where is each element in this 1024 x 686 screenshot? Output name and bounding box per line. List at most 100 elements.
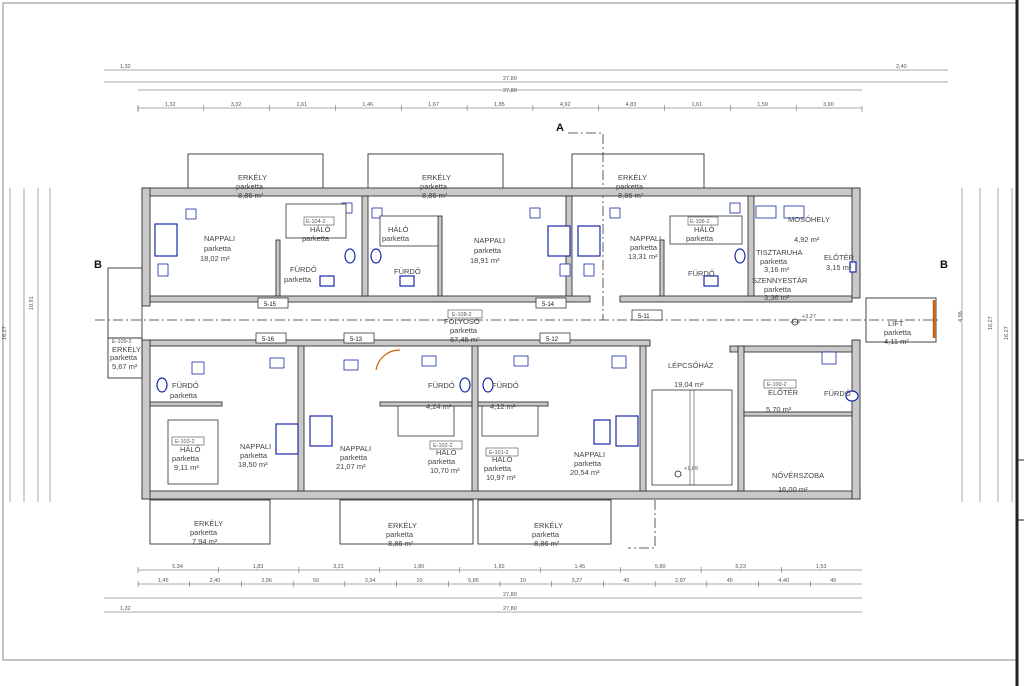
dim-text: 45 (727, 578, 733, 584)
room-area: 8,86 m² (618, 191, 644, 200)
room-area: 8,86 m² (388, 539, 414, 548)
toilet-icon (344, 248, 356, 264)
room-floor: parketta (574, 459, 602, 468)
room-area: 4,11 m² (884, 337, 909, 346)
room-name: ELŐTÉR (824, 253, 855, 262)
dim-text: 1,80 (414, 564, 425, 570)
room-name: HÁLÓ (388, 225, 409, 234)
dim-text: 1,32 (120, 606, 131, 612)
dim-text: 1,53 (816, 564, 827, 570)
washer-icon (755, 205, 777, 219)
room-name: NAPPALI (204, 234, 235, 243)
room-tag: 5-12 (546, 337, 559, 343)
room-name: NAPPALI (574, 450, 605, 459)
chair-icon (583, 263, 595, 277)
room-tag: 5-11 (638, 314, 650, 320)
sink-icon (191, 361, 205, 375)
sink-icon (343, 359, 359, 371)
dim-text: 1,32 (120, 64, 131, 70)
room-floor: parketta (172, 454, 200, 463)
toilet-icon (734, 248, 746, 264)
room-floor: parketta (170, 391, 198, 400)
dim-text: 4,40 (778, 578, 789, 584)
dim-text: 1,83 (253, 564, 264, 570)
chair-icon (157, 263, 169, 277)
sofa-icon (593, 419, 611, 445)
sink-icon (399, 275, 415, 287)
dim-text: 1,82 (494, 564, 505, 570)
staircase (651, 389, 733, 486)
dim-text: 3,27 (572, 578, 583, 584)
sofa-icon (309, 415, 333, 447)
axis-label-b: B (940, 259, 948, 271)
dim-text: 27,80 (503, 88, 517, 94)
room-floor: parketta (428, 457, 456, 466)
room-area: 10,70 m² (430, 466, 460, 475)
room-name: FÜRDŐ (290, 265, 317, 274)
sink-icon (703, 275, 719, 287)
outlet-icon (849, 261, 857, 273)
sofa-icon (615, 415, 639, 447)
bed-icon (167, 419, 219, 485)
sofa-icon (547, 225, 571, 257)
drawing-frame (2, 2, 1018, 661)
room-floor: parketta (630, 243, 658, 252)
room-area: 19,04 m² (674, 380, 704, 389)
room-tag: 5-14 (542, 302, 555, 308)
room-floor: parketta (884, 328, 912, 337)
dim-text: 1,46 (362, 102, 373, 108)
room-name: FÜRDŐ (428, 381, 455, 390)
washer-icon (783, 205, 805, 219)
dim-text: 1,45 (158, 578, 169, 584)
room-floor: parketta (340, 453, 368, 462)
building-walls (107, 187, 937, 500)
room-area: 4,92 m² (794, 235, 820, 244)
sink-icon (319, 275, 335, 287)
room-name: NAPPALI (474, 236, 505, 245)
toilet-icon (482, 377, 494, 393)
chair-icon (529, 207, 541, 219)
dim-text: 45 (623, 578, 629, 584)
room-area: 8,86 m² (422, 191, 448, 200)
dim-text: 3,34 (365, 578, 376, 584)
room-name: LÉPCSŐHÁZ (668, 361, 714, 370)
toilet-icon (156, 377, 168, 393)
dim-text: 27,80 (503, 606, 517, 612)
room-floor: parketta (474, 246, 502, 255)
dim-text: 2,40 (210, 578, 221, 584)
room-area: 9,11 m² (174, 463, 199, 472)
room-area: 67,45 m² (450, 335, 480, 344)
room-area: 4,24 m² (426, 402, 452, 411)
level-text: +1,69 (684, 466, 698, 472)
room-name: FÜRDŐ (492, 381, 519, 390)
dim-text: 2,96 (261, 578, 272, 584)
dim-text: 16,27 (2, 326, 8, 340)
room-floor: parketta (204, 244, 232, 253)
sofa-icon (275, 423, 299, 455)
room-code: E-101-2 (489, 450, 509, 456)
room-area: 18,91 m² (470, 256, 500, 265)
room-name: FÜRDŐ (824, 389, 851, 398)
room-name: FÜRDŐ (688, 269, 715, 278)
room-area: 7,94 m² (192, 537, 218, 546)
dim-text: 27,80 (503, 592, 517, 598)
room-name: NAPPALI (340, 444, 371, 453)
room-area: 18,02 m² (200, 254, 230, 263)
room-floor: parketta (190, 528, 218, 537)
room-name: HÁLÓ (310, 225, 331, 234)
room-name: HÁLÓ (694, 225, 715, 234)
bed-icon (379, 215, 439, 247)
room-area: 16,00 m² (778, 485, 808, 494)
sink-icon (513, 355, 529, 367)
dim-text: 16,27 (988, 316, 994, 330)
room-name: ERKÉLY (238, 173, 267, 182)
dim-text: 1,61 (297, 102, 308, 108)
room-name: ERKÉLY (112, 345, 141, 354)
toilet-icon (459, 377, 471, 393)
room-area: 8,86 m² (534, 539, 560, 548)
room-area: 13,31 m² (628, 252, 658, 261)
room-name: FÜRDŐ (394, 267, 421, 276)
room-area: 3,36 m² (764, 293, 790, 302)
dim-text: 4,96 (958, 311, 964, 322)
